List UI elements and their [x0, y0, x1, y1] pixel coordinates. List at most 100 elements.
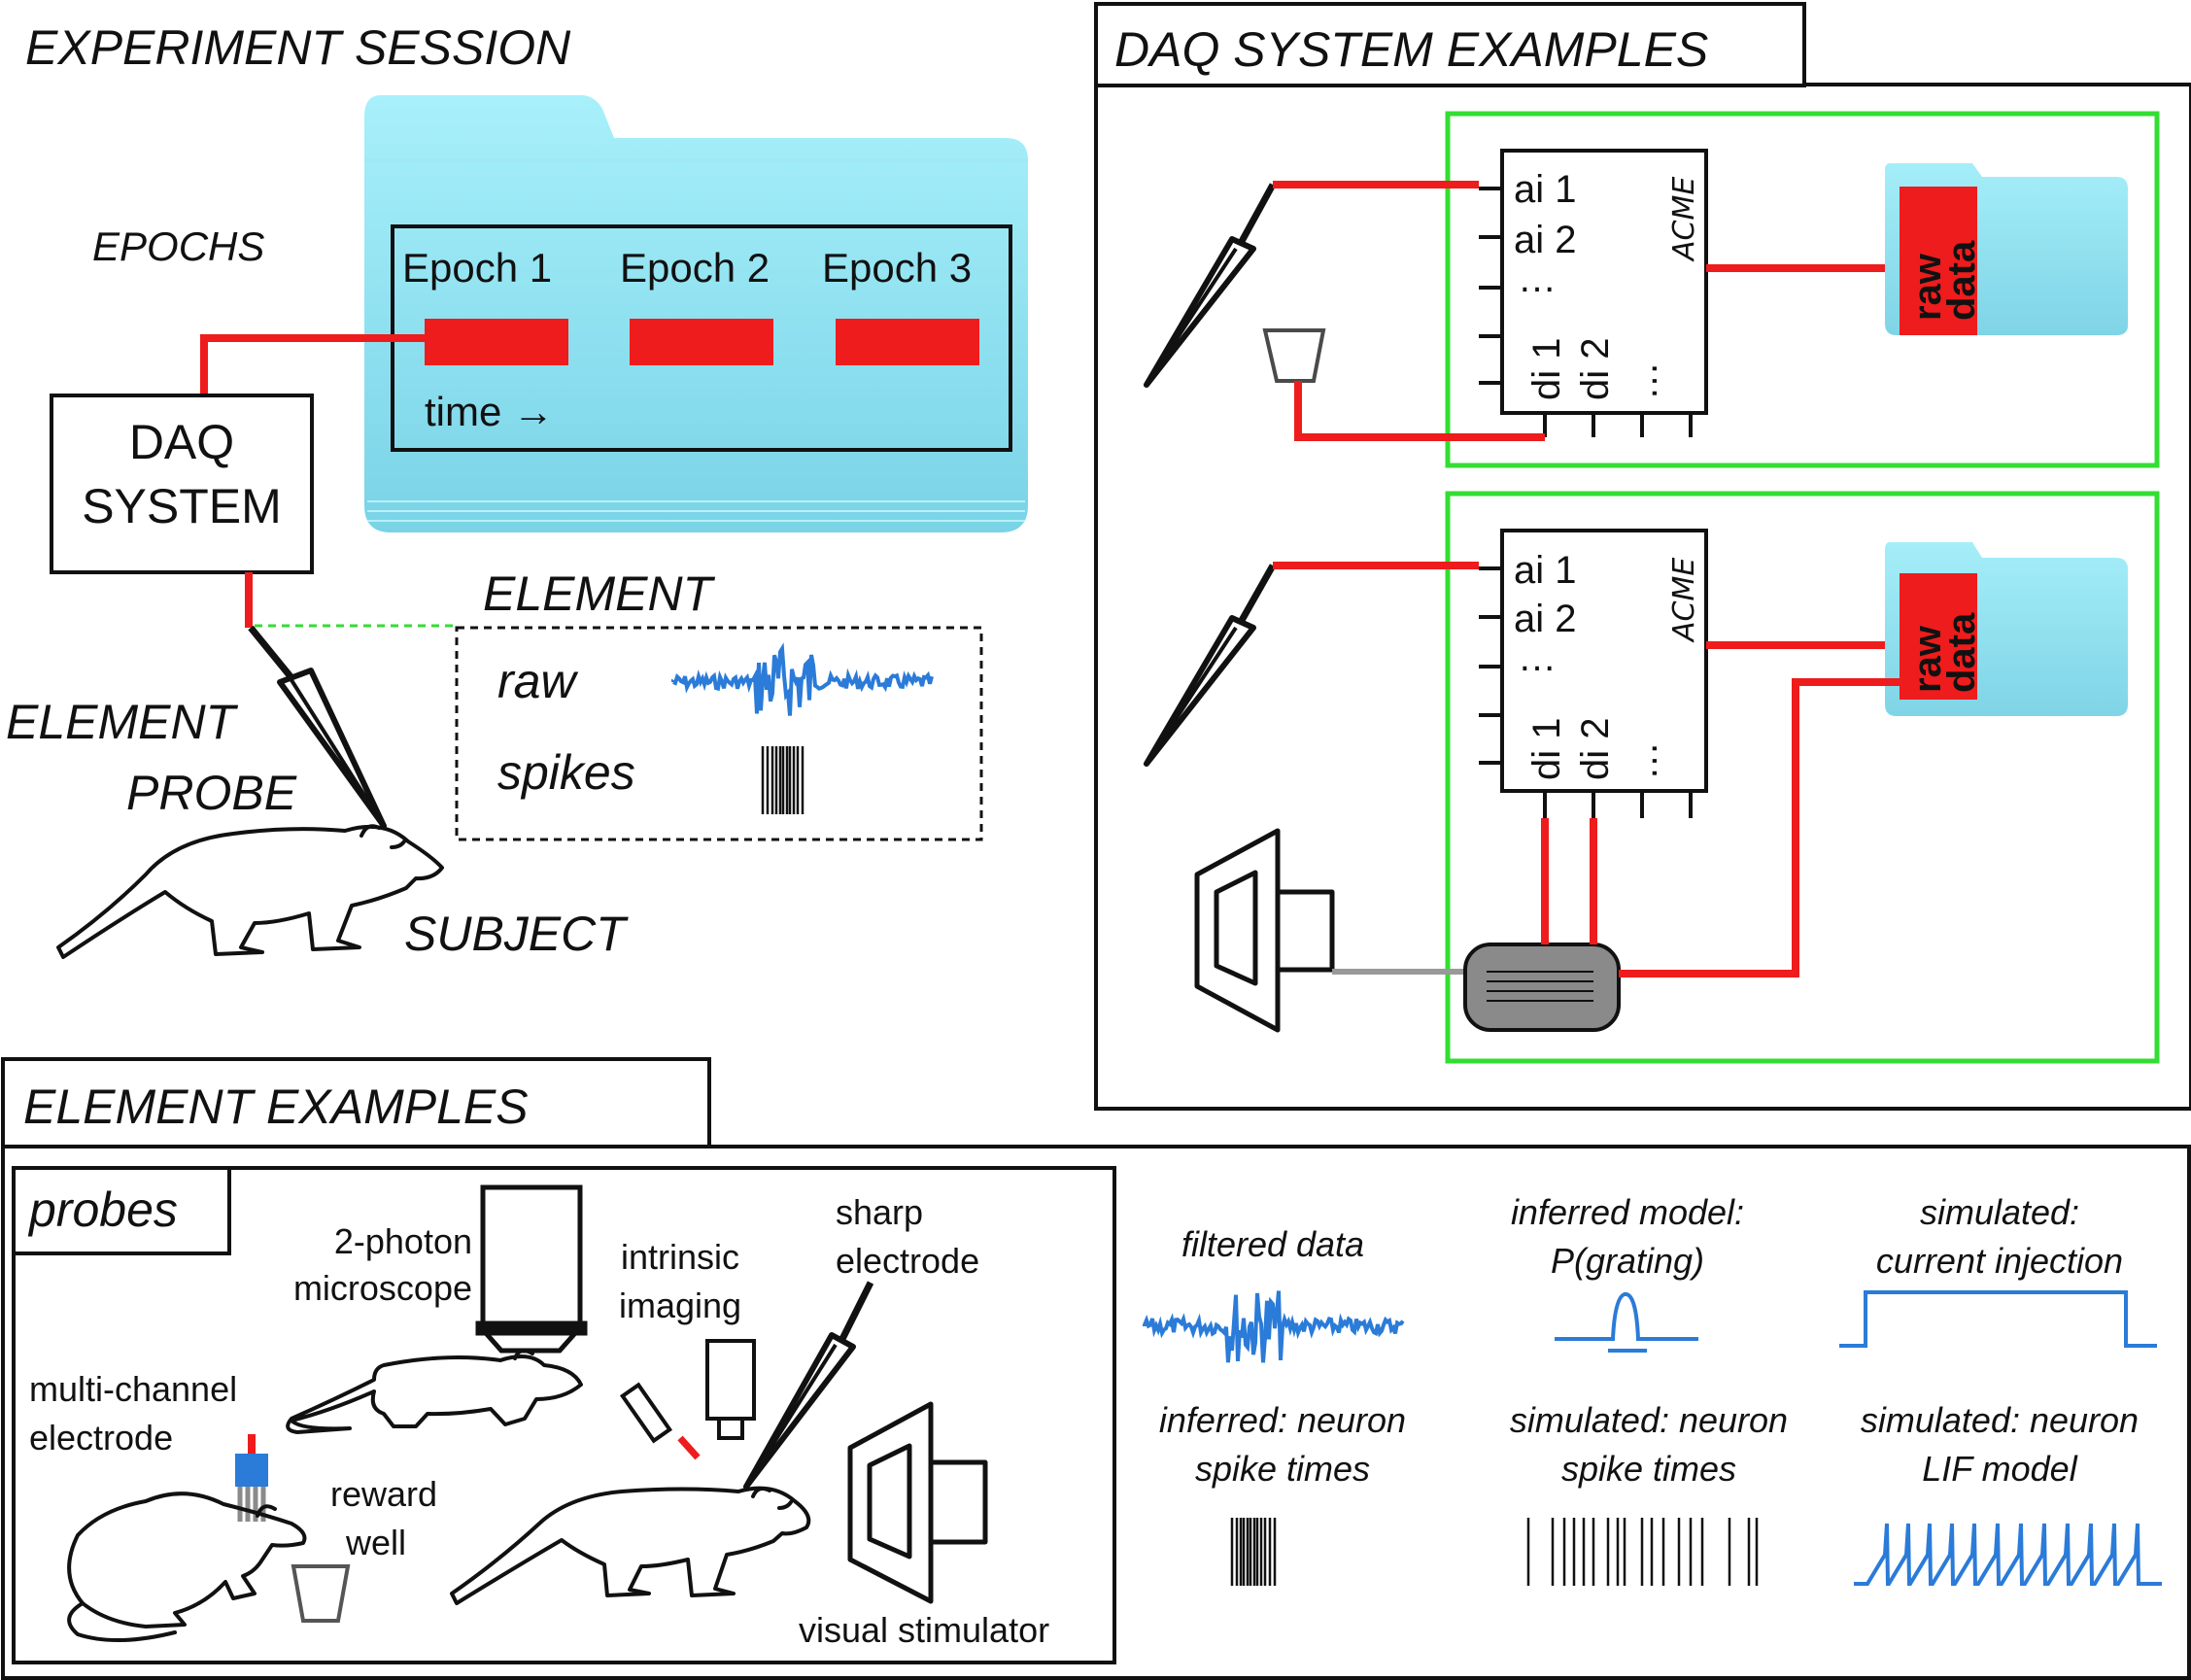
daq2-raw-data-folder-icon: [1885, 542, 2128, 716]
element-examples-panel: ELEMENT EXAMPLES probes 2-photon microsc…: [1, 1057, 2191, 1680]
daq-system-box: [50, 394, 314, 574]
chip1-ai-1: ai 1: [1514, 168, 1577, 211]
chip1-di-1: di 1: [1525, 338, 1568, 401]
epoch-3-bar: [836, 319, 979, 365]
two-photon-microscope-icon: [475, 1184, 588, 1354]
element-box: [455, 626, 983, 841]
element-title: ELEMENT: [483, 566, 716, 621]
intrinsic-camera-icon: [705, 1339, 756, 1440]
session-title: EXPERIMENT SESSION: [25, 20, 571, 75]
chip2-ai-2: ai 2: [1514, 598, 1577, 640]
epoch-3-label: Epoch 3: [822, 245, 972, 291]
reward-label-2: well: [345, 1523, 406, 1562]
sharp-electrode-icon: [743, 1281, 874, 1490]
epoch-1-bar: [425, 319, 568, 365]
probe-label-line1: ELEMENT: [6, 695, 239, 749]
example-2-line2: P(grating): [1551, 1241, 1704, 1281]
controller-to-folder-wire: [1619, 678, 1900, 977]
epoch-1-label: Epoch 1: [402, 245, 552, 291]
chip1-di-2: di 2: [1574, 338, 1617, 401]
sharp-label-2: electrode: [836, 1241, 979, 1281]
chip2-di-2: di 2: [1574, 718, 1617, 781]
example-5-line1: simulated: neuron: [1510, 1400, 1788, 1440]
epoch-2-label: Epoch 2: [620, 245, 770, 291]
raw-signal-trace: [671, 642, 934, 716]
daq1-data-label: data: [1940, 240, 1983, 321]
probes-title: probes: [27, 1183, 178, 1237]
intrinsic-label-1: intrinsic: [621, 1237, 739, 1277]
daq1-raw-label: raw: [1906, 253, 1949, 321]
reward-label-1: reward: [330, 1474, 437, 1514]
example-4-line1: inferred: neuron: [1159, 1400, 1406, 1440]
acme-daq-chip-2: [1479, 529, 1708, 818]
epoch-2-bar: [630, 319, 773, 365]
chip1-di-ellipsis: …: [1623, 361, 1665, 400]
daq2-raw-label: raw: [1906, 625, 1949, 693]
element-row-spikes: spikes: [497, 745, 635, 800]
daq1-reward-well-icon: [1262, 328, 1326, 383]
current-injection-trace: [1839, 1290, 2157, 1348]
element-row-raw: raw: [497, 654, 578, 708]
probes-title-tab: [12, 1166, 231, 1255]
multichannel-electrode-icon: [235, 1434, 268, 1522]
chip2-di-ellipsis: …: [1623, 741, 1665, 780]
chip2-brand: ACME: [1667, 558, 1701, 643]
example-2-line1: inferred model:: [1511, 1192, 1744, 1232]
chip2-ai-1: ai 1: [1514, 549, 1577, 592]
chip2-ai-ellipsis: …: [1518, 636, 1557, 679]
daq2-electrode: [1144, 564, 1277, 767]
daq1-reward-wire: [1294, 381, 1545, 441]
daq2-data-label: data: [1940, 612, 1983, 693]
example-1-line1: filtered data: [1181, 1224, 1364, 1264]
daq2-visual-stimulator-icon: [1194, 828, 1335, 1033]
daq1-electrode: [1144, 183, 1277, 388]
subject-label: SUBJECT: [404, 907, 629, 961]
multichannel-label-1: multi-channel: [29, 1369, 237, 1409]
two-photon-label-2: microscope: [293, 1268, 472, 1308]
visual-stimulator-label: visual stimulator: [799, 1610, 1049, 1650]
element-spike-raster: [761, 746, 805, 814]
example-6-line1: simulated: neuron: [1861, 1400, 2139, 1440]
daq-system-2-frame: [1445, 491, 2160, 1064]
subject-ferret-icon: [56, 824, 444, 959]
intrinsic-light-source-icon: [619, 1382, 701, 1460]
chip1-ai-2: ai 2: [1514, 219, 1577, 261]
multichannel-label-2: electrode: [29, 1418, 173, 1457]
probes-ferret-icon: [450, 1486, 811, 1605]
filtered-data-trace: [1143, 1290, 1405, 1363]
multichannel-rat-icon: [67, 1491, 307, 1643]
example-4-line2: spike times: [1195, 1449, 1370, 1489]
lif-model-trace: [1854, 1523, 2162, 1586]
element-examples-title-tab: [1, 1057, 711, 1149]
sharp-label-1: sharp: [836, 1192, 923, 1232]
stimulus-controller-icon: [1463, 943, 1621, 1032]
rat-under-microscope-icon: [286, 1348, 583, 1434]
acme-daq-chip-1: [1479, 149, 1708, 437]
example-3-line2: current injection: [1876, 1241, 2123, 1281]
intrinsic-label-2: imaging: [619, 1286, 741, 1325]
daq-examples-title: DAQ SYSTEM EXAMPLES: [1114, 22, 1708, 77]
daq-examples-title-tab: [1094, 2, 1806, 87]
chip1-brand: ACME: [1667, 177, 1701, 262]
element-examples-title: ELEMENT EXAMPLES: [23, 1080, 529, 1134]
simulated-spike-raster: [1526, 1518, 1759, 1586]
probes-visual-stimulator-icon: [847, 1401, 988, 1604]
inferred-spike-raster: [1230, 1518, 1277, 1586]
example-3-line1: simulated:: [1920, 1192, 2079, 1232]
chip1-ai-ellipsis: …: [1518, 257, 1557, 300]
time-axis-label: time →: [425, 389, 554, 434]
example-5-line2: spike times: [1561, 1449, 1736, 1489]
inferred-model-trace: [1555, 1292, 1698, 1341]
reward-well-icon: [291, 1564, 351, 1623]
daq-examples-panel: DAQ SYSTEM EXAMPLES ai 1 ai 2 … di 1 di …: [1094, 2, 2191, 1111]
chip2-di-1: di 1: [1525, 718, 1568, 781]
daq-system-1-frame: [1445, 111, 2160, 468]
daq-label-line1: DAQ: [129, 415, 234, 469]
probe-label-line2: PROBE: [126, 766, 297, 820]
experiment-session-panel: EXPERIMENT SESSION EPOCHS Epoch 1 Epoch …: [6, 20, 1028, 961]
session-folder-icon: [364, 95, 1028, 532]
daq-to-epoch-wire: [200, 334, 425, 396]
element-examples-frame: [1, 1145, 2191, 1680]
daq-label-line2: SYSTEM: [82, 479, 282, 533]
